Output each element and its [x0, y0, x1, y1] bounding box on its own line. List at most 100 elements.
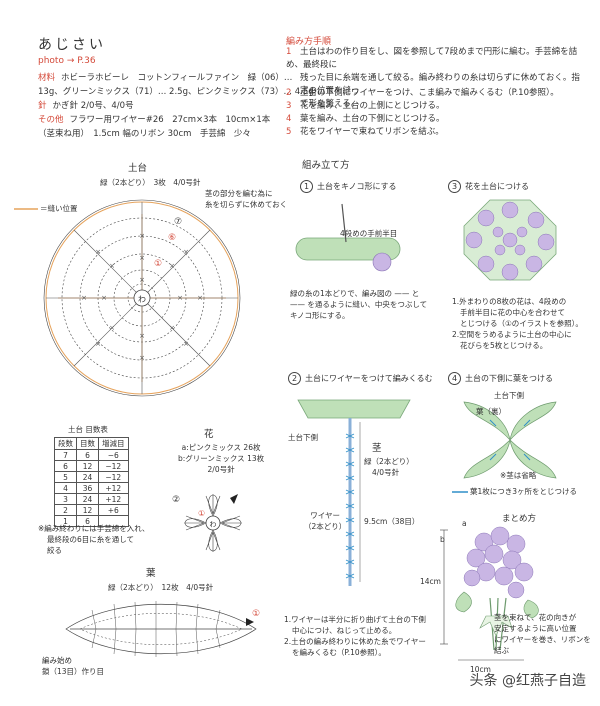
table-cell: +12 [98, 482, 129, 494]
base-mark-7: ⑦ [174, 217, 182, 227]
flower-center-label: わ [210, 521, 217, 529]
table-cell: 6 [54, 460, 77, 472]
table-cell [98, 515, 129, 527]
step-number-badge: 4 [448, 372, 461, 385]
other-line: その他フラワー用ワイヤー#26 27cm×3本 10cm×1本 [38, 114, 270, 127]
table-cell: +6 [98, 504, 129, 516]
svg-text:×: × [95, 340, 101, 348]
leaf-attach-text: 葉1枚につき3ヶ所をとじつける [470, 487, 578, 496]
svg-text:×: × [177, 294, 183, 302]
leaf-end-arrow-icon [246, 618, 254, 626]
step-title: 土台にワイヤーをつけて編みくるむ [305, 374, 433, 383]
materials-label: 材料 [38, 73, 56, 83]
table-cell: +12 [98, 493, 129, 505]
note-line: を編みくるむ（P.10参照）。 [292, 648, 386, 657]
note-line: 1.ワイヤーは半分に折り曲げて土台の下側 [284, 615, 426, 624]
step2-notes: 1.ワイヤーは半分に折り曲げて土台の下側 中心につけ、ねじって止める。 2.土台… [284, 614, 426, 658]
svg-text:×: × [139, 276, 145, 284]
needle-icon [341, 203, 347, 243]
table-header: 段数 [54, 437, 77, 450]
table-header: 増減目 [98, 437, 129, 450]
materials-line: 材料ホビーラホビーレ コットンフィールファイン 緑（06）… [38, 72, 292, 85]
table-cell: −12 [98, 460, 129, 472]
table-cell: 6 [76, 515, 99, 527]
table-cell: 12 [76, 504, 99, 516]
table-cell: 7 [54, 449, 77, 461]
base-crochet-chart: ××× ×× ×× ×× ×× ×× ×× ×× わ ⑦ ⑥ ① [43, 199, 241, 397]
wire-label: ワイヤー （2本どり） [304, 510, 346, 532]
note-line: ※編み終わりには手芸綿を入れ、 [38, 524, 150, 533]
step-number: 4 [286, 114, 292, 124]
step1-callout: 4段めの手前半目 [340, 229, 398, 238]
gauge-table-note: ※編み終わりには手芸綿を入れ、 最終段の6目に糸を通して 絞る [38, 523, 149, 556]
needle-line: 針かぎ針 2/0号、4/0号 [38, 100, 134, 113]
finish-title: まとめ方 [502, 514, 537, 524]
leaf-start-note: 編み始め 鎖（13目）作り目 [42, 655, 104, 677]
note-line: にワイヤーを巻き、リボンを [494, 635, 591, 644]
instructions-title: 編み方手順 [286, 37, 332, 47]
step-text: て形を整える。 [300, 99, 360, 109]
table-cell: 24 [76, 493, 99, 505]
step-number: 3 [286, 101, 292, 111]
flower-icon [372, 252, 392, 272]
svg-text:×: × [139, 254, 145, 262]
table-cell: 3 [54, 493, 77, 505]
leaves-under-base-illustration [463, 401, 557, 479]
leaf-chart-subtitle: 緑（2本どり） 12枚 4/0号針 [108, 583, 214, 592]
ribbon-icon [479, 615, 513, 637]
other-line-2: （茎束ね用） 1.5cm 幅のリボン 30cm 手芸綿 少々 [38, 129, 251, 139]
other-text: フラワー用ワイヤー#26 27cm×3本 10cm×1本 [69, 115, 271, 125]
blue-stitch-legend-icon [452, 491, 468, 493]
leaf-chart-title: 葉 [146, 568, 156, 579]
seam-legend-icon [14, 208, 38, 210]
finished-bouquet-illustration [440, 526, 539, 661]
base-chart-subtitle: 緑（2本どり） 3枚 4/0号針 [100, 178, 201, 187]
stem-length: 9.5cm（38目） [364, 517, 420, 526]
note-line: 手前半目に花の中心を合わせて [460, 308, 565, 317]
table-header: 目数 [76, 437, 99, 450]
flowers-on-base-illustration [463, 199, 557, 281]
flower-crochet-chart: わ ② ① [172, 494, 242, 552]
seam-legend: ＝縫い位置 [14, 203, 78, 214]
needle-text: かぎ針 2/0号、4/0号 [52, 101, 134, 111]
table-cell: 4 [54, 482, 77, 494]
note-line: 茎を束ねて、花の向きが [494, 613, 577, 622]
step-text: 土台はわの作り目をし、図を参照して7段めまで円形に編む。手芸綿を詰め、最終段に [286, 47, 578, 70]
base-center-label: わ [138, 295, 146, 304]
svg-text:×: × [183, 340, 189, 348]
flower-chart-title: 花 [204, 429, 214, 440]
svg-text:×: × [139, 354, 145, 362]
finish-notes: 茎を束ねて、花の向きが 安定するように高い位置 にワイヤーを巻き、リボンを 結ぶ [494, 612, 591, 656]
table-cell: −12 [98, 471, 129, 483]
materials-text: ホビーラホビーレ コットンフィールファイン 緑（06）… [61, 73, 293, 83]
wire-label-line: （2本どり） [304, 522, 347, 531]
leaf-mark-1: ① [252, 609, 260, 619]
flower-mark-2: ② [172, 495, 180, 505]
note-line: 安定するように高い位置 [494, 624, 577, 633]
finish-label-b: b [440, 535, 445, 544]
base-chart-note: 茎の部分を編む為に 糸を切らずに休めておく [205, 188, 287, 210]
note-line: 1.外まわりの8枚の花は、4段めの [452, 297, 567, 306]
table-cell: 24 [76, 471, 99, 483]
step-text: 残った目に糸端を通して絞る。編み終わりの糸は切らずに休めておく。指定の位置を縫っ [300, 73, 580, 96]
table-cell: −6 [98, 449, 129, 461]
flower-chart-info: a:ピンクミックス 26枚 b:グリーンミックス 13枚 2/0号針 [178, 442, 264, 475]
flower-start-arrow-icon [230, 494, 238, 504]
note-line: 編み始め [42, 656, 72, 665]
flower-info-line: 2/0号針 [207, 465, 235, 474]
leaf-back-label: 葉（裏） [476, 407, 506, 416]
step-text: 土台の下側にワイヤーをつけ、こま編みで編みくるむ（P.10参照）。 [300, 88, 559, 98]
stem-info-line: 4/0号針 [372, 468, 400, 477]
